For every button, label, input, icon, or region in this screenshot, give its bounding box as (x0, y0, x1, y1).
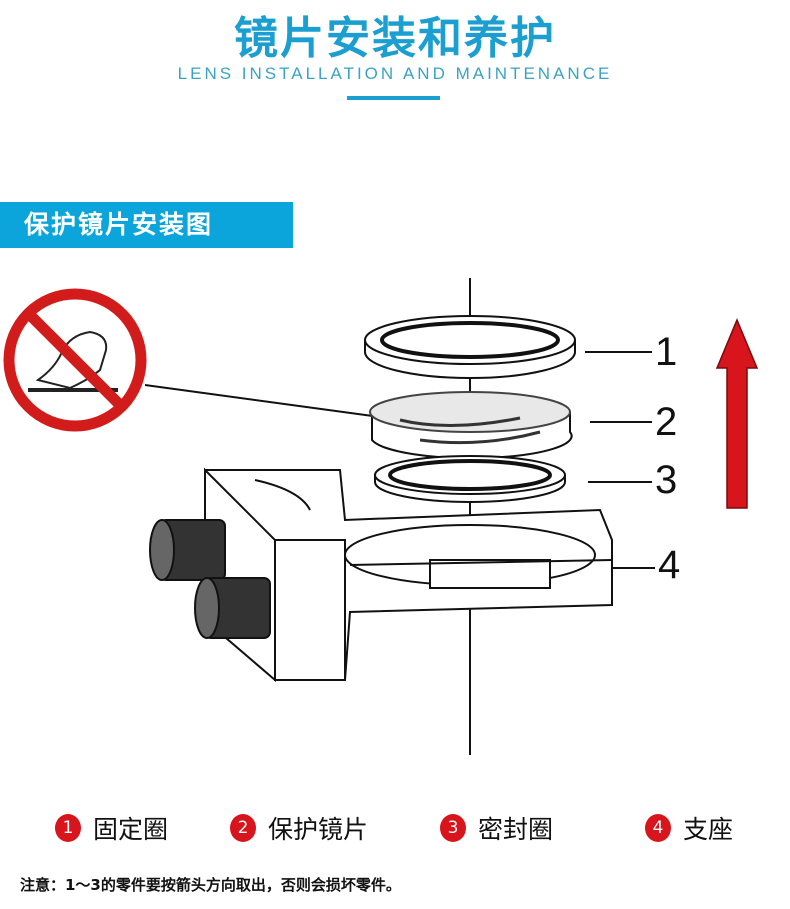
number-badge: 4 (645, 814, 671, 842)
number-badge: 3 (440, 814, 466, 842)
fixing-ring (364, 315, 576, 379)
legend-label: 保护镜片 (268, 815, 369, 844)
adjustment-knob (149, 519, 226, 581)
legend-item: 3 密封圈 (440, 810, 553, 846)
number-badge: 2 (230, 814, 256, 842)
number-badge: 1 (55, 814, 81, 842)
page-subtitle: LENS INSTALLATION AND MAINTENANCE (177, 64, 613, 83)
warning-note: 注意：1～3的零件要按箭头方向取出，否则会损坏零件。 (20, 876, 401, 894)
callout-3: 3 (655, 458, 678, 502)
seal-ring (374, 455, 566, 503)
legend-label: 支座 (683, 815, 734, 844)
parts-legend: 1 固定圈 2 保护镜片 3 密封圈 4 支座 (0, 810, 790, 850)
legend-label: 固定圈 (93, 815, 169, 844)
lens-holder-base (204, 467, 613, 683)
section-banner: 保护镜片安装图 (0, 202, 293, 248)
legend-item: 2 保护镜片 (230, 810, 368, 846)
legend-item: 1 固定圈 (55, 810, 168, 846)
callout-2: 2 (655, 400, 678, 444)
adjustment-knob (194, 577, 271, 639)
no-touch-sign-icon (3, 288, 147, 432)
legend-label: 密封圈 (478, 815, 554, 844)
title-underline (347, 96, 440, 100)
protective-lens (369, 391, 573, 460)
callout-1: 1 (655, 330, 678, 374)
page-title: 镜片安装和养护 (234, 13, 556, 64)
legend-item: 4 支座 (645, 810, 733, 846)
up-arrow-icon (715, 318, 759, 509)
callout-4: 4 (658, 543, 681, 587)
sign-leader-line (144, 384, 381, 418)
